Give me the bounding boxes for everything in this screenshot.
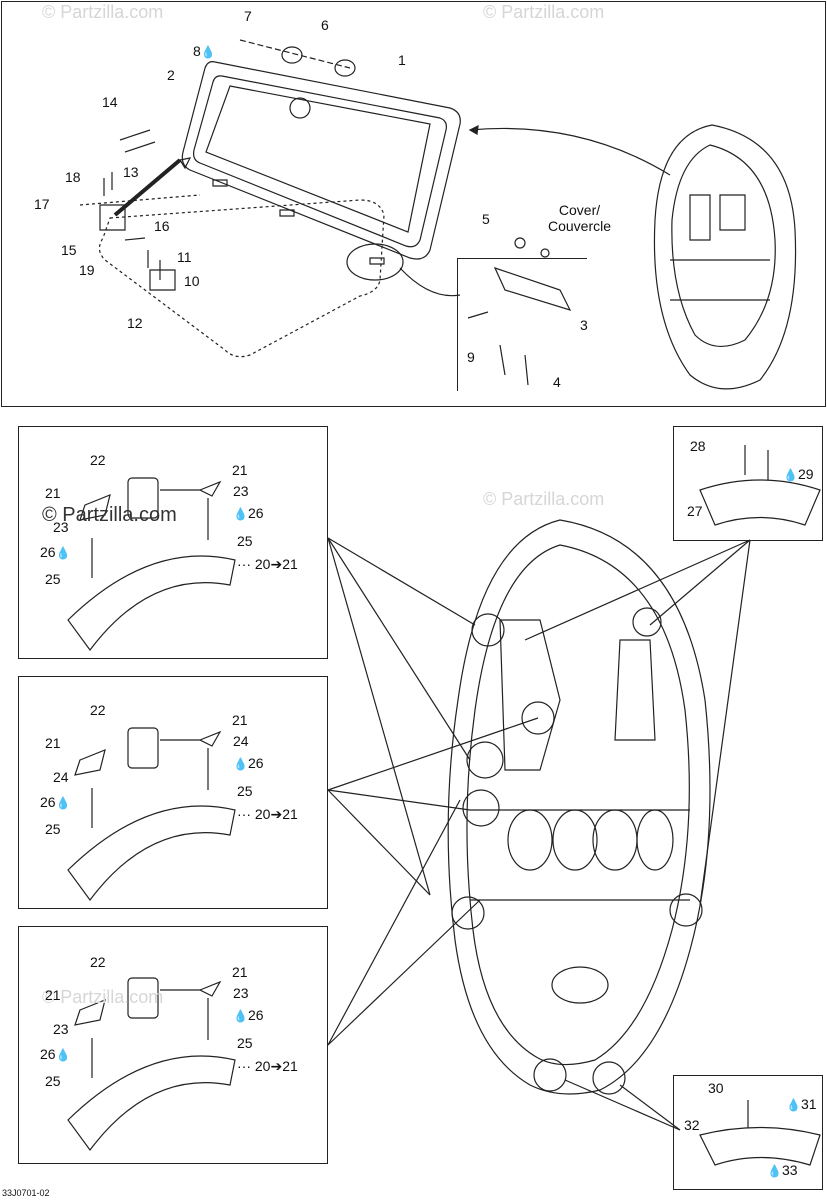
- callout-21-b1: 21: [232, 712, 248, 728]
- callout-24-b2: 24: [53, 769, 69, 785]
- cover-detail-frame: [457, 258, 587, 391]
- callout-31-number: 31: [800, 1096, 817, 1112]
- callout-26-c1: 💧26: [233, 1008, 264, 1023]
- rear-cleat-detail-frame: [673, 1075, 823, 1190]
- droplet-icon: 💧: [233, 507, 248, 521]
- callout-26-number: 26: [40, 794, 56, 810]
- callout-32: 32: [684, 1117, 700, 1133]
- cover-label: Cover/ Couvercle: [548, 202, 612, 234]
- drawing-code: 33J0701-02: [2, 1188, 50, 1198]
- callout-26-number: 26: [40, 544, 56, 560]
- callout-20-21-a: ··· 20➔21: [237, 556, 298, 572]
- droplet-icon: 💧: [55, 1048, 71, 1062]
- callout-33-number: 33: [781, 1162, 798, 1178]
- watermark-top-right: © Partzilla.com: [483, 2, 605, 22]
- detail-frame-a: [18, 426, 328, 659]
- callout-29-number: 29: [797, 466, 814, 482]
- callout-16: 16: [154, 218, 170, 234]
- callout-22-c: 22: [90, 954, 106, 970]
- callout-20-21-text: 20➔21: [254, 806, 298, 822]
- callout-10: 10: [184, 273, 200, 289]
- callout-20-21-text: 20➔21: [254, 1058, 298, 1074]
- callout-3: 3: [580, 317, 588, 333]
- callout-26-c2: 26💧: [40, 1047, 71, 1062]
- callout-24-b1: 24: [233, 733, 249, 749]
- callout-31: 💧31: [786, 1097, 817, 1112]
- callout-23-a2: 23: [53, 519, 69, 535]
- top-assembly-frame: [1, 1, 826, 407]
- callout-18: 18: [65, 169, 81, 185]
- callout-22-a: 22: [90, 452, 106, 468]
- droplet-icon: 💧: [767, 1164, 782, 1178]
- droplet-icon: 💧: [200, 45, 216, 59]
- callout-11: 11: [177, 249, 192, 265]
- callout-27: 27: [687, 503, 703, 519]
- callout-21-a2: 21: [45, 485, 61, 501]
- callout-12: 12: [127, 315, 143, 331]
- callout-22-b: 22: [90, 702, 106, 718]
- callout-1: 1: [398, 52, 406, 68]
- droplet-icon: 💧: [233, 757, 248, 771]
- callout-8-number: 8: [193, 43, 201, 59]
- callout-26-a2: 26💧: [40, 545, 71, 560]
- callout-30: 30: [708, 1080, 724, 1096]
- callout-25-b2: 25: [45, 821, 61, 837]
- callout-26-b1: 💧26: [233, 756, 264, 771]
- droplet-icon: 💧: [55, 796, 71, 810]
- callout-26-a1: 💧26: [233, 506, 264, 521]
- droplet-icon: 💧: [233, 1009, 248, 1023]
- callout-23-c1: 23: [233, 985, 249, 1001]
- callout-19: 19: [79, 262, 95, 278]
- callout-29: 💧29: [783, 467, 814, 482]
- callout-8: 8💧: [193, 44, 216, 59]
- callout-14: 14: [102, 94, 118, 110]
- droplet-icon: 💧: [55, 546, 71, 560]
- callout-21-c1: 21: [232, 964, 248, 980]
- callout-20-21-b: ··· 20➔21: [237, 806, 298, 822]
- callout-21-a1: 21: [232, 462, 248, 478]
- callout-23-c2: 23: [53, 1021, 69, 1037]
- watermark-cleat: © Partzilla.com: [483, 489, 605, 509]
- callout-20-21-c: ··· 20➔21: [237, 1058, 298, 1074]
- callout-7: 7: [244, 8, 252, 24]
- callout-26-number: 26: [40, 1046, 56, 1062]
- callout-26-number: 26: [247, 755, 264, 771]
- droplet-icon: 💧: [786, 1098, 801, 1112]
- callout-4: 4: [553, 374, 561, 390]
- callout-13: 13: [123, 164, 139, 180]
- callout-26-number: 26: [247, 1007, 264, 1023]
- detail-frame-c: [18, 926, 328, 1164]
- callout-26-b2: 26💧: [40, 795, 71, 810]
- callout-17: 17: [34, 196, 50, 212]
- callout-2: 2: [167, 67, 175, 83]
- callout-25-b1: 25: [237, 783, 253, 799]
- callout-20-21-text: 20➔21: [254, 556, 298, 572]
- detail-frame-b: [18, 676, 328, 909]
- droplet-icon: 💧: [783, 468, 798, 482]
- callout-25-c2: 25: [45, 1073, 61, 1089]
- watermark-detail-a: © Partzilla.com: [42, 504, 177, 526]
- callout-33: 💧33: [767, 1163, 798, 1178]
- callout-28: 28: [690, 438, 706, 454]
- callout-15: 15: [61, 242, 77, 258]
- callout-25-c1: 25: [237, 1035, 253, 1051]
- callout-21-c2: 21: [45, 987, 61, 1003]
- callout-25-a1: 25: [237, 533, 253, 549]
- callout-9: 9: [467, 349, 475, 365]
- callout-23-a1: 23: [233, 483, 249, 499]
- watermark-lower: © Partzilla.com: [42, 987, 164, 1007]
- callout-21-b2: 21: [45, 735, 61, 751]
- watermark-top-left: © Partzilla.com: [42, 2, 164, 22]
- callout-6: 6: [321, 17, 329, 33]
- callout-5: 5: [482, 211, 490, 227]
- callout-26-number: 26: [247, 505, 264, 521]
- callout-25-a2: 25: [45, 571, 61, 587]
